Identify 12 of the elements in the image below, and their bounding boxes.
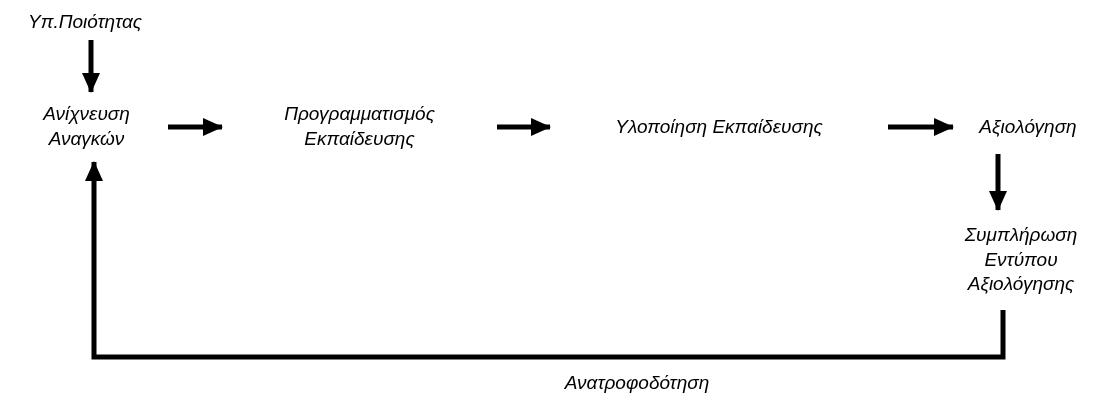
- arrow: [989, 154, 1007, 211]
- step-label: Προγραμματισμός Εκπαίδευσης: [283, 102, 436, 151]
- arrow: [82, 40, 100, 93]
- arrow: [168, 118, 223, 136]
- step-label: Υπ.Ποιότητας: [28, 10, 142, 35]
- step-label: Υλοποίηση Εκπαίδευσης: [615, 114, 823, 139]
- arrow: [497, 118, 551, 136]
- step-label: Αξιολόγηση: [979, 114, 1077, 139]
- step-label: Ανίχνευση Αναγκών: [41, 102, 131, 151]
- arrow: [85, 161, 1006, 360]
- step-label: Συμπλήρωση Εντύπου Αξιολόγησης: [963, 222, 1079, 297]
- arrow: [888, 118, 954, 136]
